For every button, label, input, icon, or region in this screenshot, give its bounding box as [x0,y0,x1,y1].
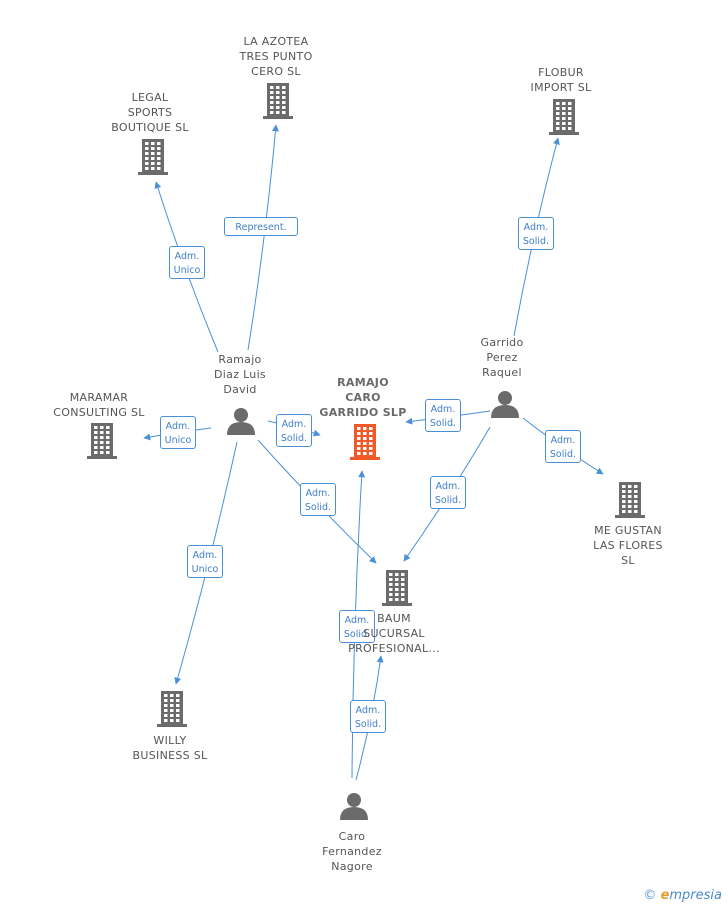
building-icon-main[interactable] [350,424,380,460]
edge-ramajo-azotea [247,124,279,351]
building-icon-willy[interactable] [157,691,187,727]
node-label-baum: BAUM SUCURSAL PROFESIONAL... [319,611,469,656]
node-label-maramar: MARAMAR CONSULTING SL [24,390,174,420]
edge-label-line: Unico [173,265,201,276]
edge-label-line: Adm. [435,481,461,492]
node-label-line: RAMAJO [337,376,389,389]
brand-initial: e [660,888,670,903]
edge-label-line: Adm. [355,705,381,716]
node-label-line: LAS FLORES [593,539,663,552]
edge-label-line: Adm. [305,488,331,499]
brand-name: mpresia [669,888,722,903]
node-label-line: SUCURSAL [363,627,425,640]
edge-label-line: Solid. [343,629,371,640]
node-label-flobur: FLOBUR IMPORT SL [486,65,636,95]
edge-label-garrido-baum[interactable]: Adm. Solid. [430,476,466,509]
edge-label-garrido-meGustan[interactable]: Adm. Solid. [545,430,581,463]
edge-label-ramajo-main[interactable]: Adm. Solid. [276,414,312,447]
building-icon-flobur[interactable] [549,99,579,135]
node-label-line: BAUM [377,612,411,625]
node-label-legal: LEGAL SPORTS BOUTIQUE SL [75,90,225,135]
person-icon-caro[interactable] [340,793,368,820]
node-label-line: LA AZOTEA [243,35,309,48]
node-label-line: Fernandez [322,845,382,858]
person-icon-ramajo[interactable] [227,408,255,435]
edge-label-caro-main[interactable]: Adm. Solid. [339,610,375,643]
building-icon-maramar[interactable] [87,423,117,459]
building-icon-azotea[interactable] [263,83,293,119]
edge-label-line: Adm. [430,404,456,415]
edge-label-line: Adm. [174,251,200,262]
node-label-line: ME GUSTAN [594,524,662,537]
node-label-line: Perez [486,351,518,364]
node-label-line: LEGAL [131,91,169,104]
person-icon-garrido[interactable] [491,391,519,418]
node-label-line: MARAMAR [69,391,129,404]
edge-label-line: Solid. [434,495,462,506]
node-label-line: BOUTIQUE SL [111,121,189,134]
node-label-line: CERO SL [251,65,301,78]
copyright-footer[interactable]: © empresia [643,888,722,903]
edge-label-line: Adm. [344,615,370,626]
building-icon-legal[interactable] [138,139,168,175]
node-label-line: GARRIDO SLP [319,406,407,419]
edge-label-ramajo-legal[interactable]: Adm. Unico [169,246,205,279]
edge-label-line: Solid. [549,449,577,460]
edge-label-line: Solid. [429,418,457,429]
edge-label-garrido-flobur[interactable]: Adm. Solid. [518,217,554,250]
node-label-line: WILLY [153,734,187,747]
edge-label-line: Represent. [235,222,287,233]
node-label-line: Caro [338,830,366,843]
node-label-line: IMPORT SL [530,81,592,94]
edge-label-ramajo-maramar[interactable]: Adm. Unico [160,416,196,449]
edge-label-line: Solid. [522,236,550,247]
edge-label-ramajo-willy[interactable]: Adm. Unico [187,545,223,578]
node-label-line: SPORTS [127,106,173,119]
edge-label-line: Adm. [281,419,307,430]
node-label-line: Ramajo [218,353,262,366]
node-label-line: Garrido [480,336,524,349]
node-label-line: CARO [345,391,381,404]
edge-label-ramajo-baum[interactable]: Adm. Solid. [300,483,336,516]
edge-label-ramajo-azotea[interactable]: Represent. [224,217,298,236]
node-label-line: FLOBUR [538,66,584,79]
building-icon-baum[interactable] [382,570,412,606]
node-label-line: Nagore [331,860,373,873]
edge-label-line: Adm. [165,421,191,432]
edge-label-line: Solid. [280,433,308,444]
node-label-line: TRES PUNTO [239,50,313,63]
node-label-line: David [223,383,257,396]
node-label-meGustan: ME GUSTAN LAS FLORES SL [553,523,703,568]
edge-label-line: Adm. [192,550,218,561]
building-icon-meGustan[interactable] [615,482,645,518]
edge-label-line: Unico [164,435,192,446]
nodes-layer [87,83,645,820]
edge-label-line: Solid. [354,719,382,730]
node-label-willy: WILLY BUSINESS SL [95,733,245,763]
edge-label-line: Solid. [304,502,332,513]
node-label-line: BUSINESS SL [132,749,208,762]
node-label-line: PROFESIONAL... [348,642,440,655]
edge-label-caro-baum[interactable]: Adm. Solid. [350,700,386,733]
node-label-main: RAMAJO CARO GARRIDO SLP [288,375,438,420]
copyright-symbol: © [643,888,657,903]
edge-label-line: Adm. [550,435,576,446]
edge-label-line: Unico [191,564,219,575]
node-label-azotea: LA AZOTEA TRES PUNTO CERO SL [201,34,351,79]
node-label-line: SL [621,554,635,567]
edge-label-garrido-main[interactable]: Adm. Solid. [425,399,461,432]
node-label-line: Diaz Luis [214,368,266,381]
node-label-line: CONSULTING SL [53,406,145,419]
edge-label-line: Adm. [523,222,549,233]
node-label-line: Raquel [482,366,522,379]
